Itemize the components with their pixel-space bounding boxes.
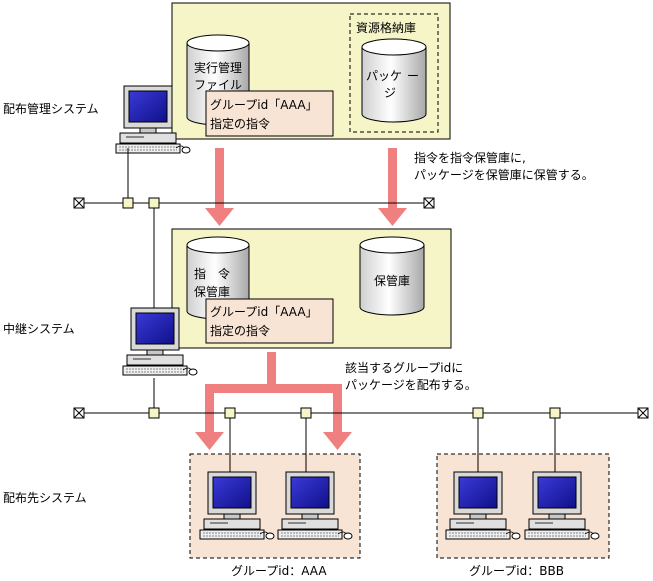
relay-system-label: 中継システム bbox=[3, 321, 75, 336]
package-label-3: ジ bbox=[384, 86, 396, 100]
store-arrow-left bbox=[205, 148, 234, 226]
manager-system-label: 配布管理システム bbox=[3, 101, 99, 116]
resource-repository-label: 資源格納庫 bbox=[356, 20, 416, 35]
manager-instruction-line1: グループid「AAA」 bbox=[210, 98, 318, 112]
distribute-note-line1: 該当するグループidに bbox=[345, 360, 463, 375]
upper-connector-1 bbox=[122, 197, 134, 209]
manager-instruction-card bbox=[205, 90, 334, 137]
store-note-line1: 指令を指令保管庫に, bbox=[414, 150, 526, 165]
lower-connector-bbb-1 bbox=[472, 407, 484, 419]
resource-repository-frame bbox=[349, 13, 439, 133]
distribute-note-line2: パッケージを配布する。 bbox=[345, 378, 477, 392]
lower-connector-aaa-1 bbox=[224, 407, 236, 419]
storage-cylinder bbox=[359, 236, 425, 316]
store-note-line2: パッケージを保管庫に保管する。 bbox=[414, 167, 594, 182]
lower-terminator-left-icon bbox=[73, 407, 85, 419]
relay-instruction-card bbox=[205, 298, 334, 344]
upper-terminator-right-icon bbox=[423, 197, 435, 209]
lower-connector-relay bbox=[148, 407, 160, 419]
upper-connector-2 bbox=[148, 197, 160, 209]
relay-instruction-line2: 指定の指令 bbox=[210, 323, 270, 338]
group-aaa-label: グループid：AAA bbox=[231, 564, 327, 578]
store-arrow-right bbox=[378, 148, 407, 226]
manager-instruction-line2: 指定の指令 bbox=[210, 116, 270, 131]
lower-terminator-right-icon bbox=[637, 407, 649, 419]
execution-file-label-1: 実行管理 bbox=[194, 60, 242, 75]
lower-connector-aaa-2 bbox=[300, 407, 312, 419]
package-label-2: ー bbox=[407, 69, 419, 83]
package-label-1: パッケ bbox=[366, 69, 402, 83]
destination-system-label: 配布先システム bbox=[3, 491, 87, 505]
upper-terminator-left-icon bbox=[73, 197, 85, 209]
distribute-arrow bbox=[195, 352, 352, 450]
execution-file-label-2: ファイル bbox=[194, 78, 242, 92]
group-bbb-label: グループid：BBB bbox=[469, 564, 564, 578]
instruction-store-label-2: 保管庫 bbox=[194, 284, 230, 299]
lower-connector-bbb-2 bbox=[549, 407, 561, 419]
package-cylinder bbox=[361, 38, 427, 123]
storage-label: 保管庫 bbox=[374, 273, 410, 288]
instruction-store-label-1: 指 令 bbox=[194, 266, 230, 281]
relay-instruction-line1: グループid「AAA」 bbox=[210, 305, 318, 319]
